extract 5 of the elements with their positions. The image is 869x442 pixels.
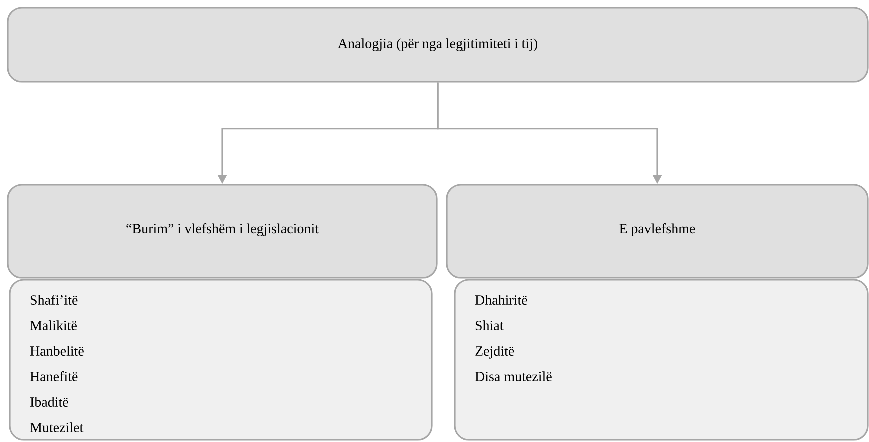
header-box: “Burim” i vlefshëm i legjislacionit <box>7 184 438 279</box>
header-box: E pavlefshme <box>446 184 869 279</box>
list-box: Dhahiritë Shiat Zejditë Disa mutezilë <box>454 279 869 441</box>
list-box: Shafi’itë Malikitë Hanbelitë Hanefitë Ibaditë Mutezilet <box>9 279 433 441</box>
header-box: Analogjia (për nga legjitimiteti i tij) <box>7 7 869 83</box>
